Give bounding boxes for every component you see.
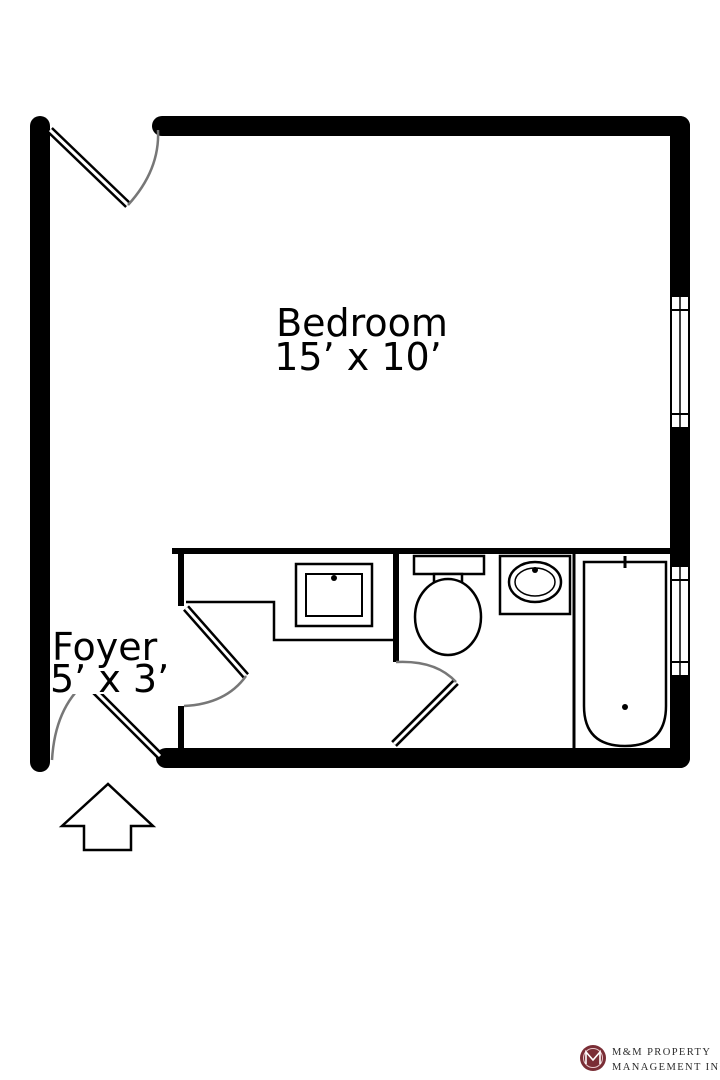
- bathtub: [582, 556, 668, 748]
- bathroom-door: [183, 605, 249, 708]
- company-logo: M&M PROPERTY MANAGEMENT INC: [580, 1045, 720, 1073]
- bedroom-name: Bedroom: [276, 301, 448, 345]
- foyer-name: Foyer: [52, 625, 158, 669]
- toilet: [412, 554, 486, 657]
- vanity-counter: [186, 600, 396, 642]
- entry-arrow-icon: [58, 782, 157, 852]
- bedroom-dimensions: 15’ x 10’: [274, 335, 442, 379]
- foyer-dimensions: 5’ x 3’: [50, 657, 169, 701]
- logo-line-2: MANAGEMENT INC: [612, 1062, 720, 1073]
- foyer-label-backdrop: [52, 630, 178, 694]
- exterior-walls: [30, 116, 690, 772]
- small-sink: [498, 554, 572, 616]
- toilet-room-door: [391, 660, 459, 747]
- vanity-sink: [294, 562, 374, 628]
- logo-line-1: M&M PROPERTY: [612, 1047, 711, 1058]
- window-lower: [670, 565, 690, 677]
- interior-walls: [172, 548, 670, 752]
- window-upper: [670, 295, 690, 429]
- bedroom-door: [47, 127, 160, 208]
